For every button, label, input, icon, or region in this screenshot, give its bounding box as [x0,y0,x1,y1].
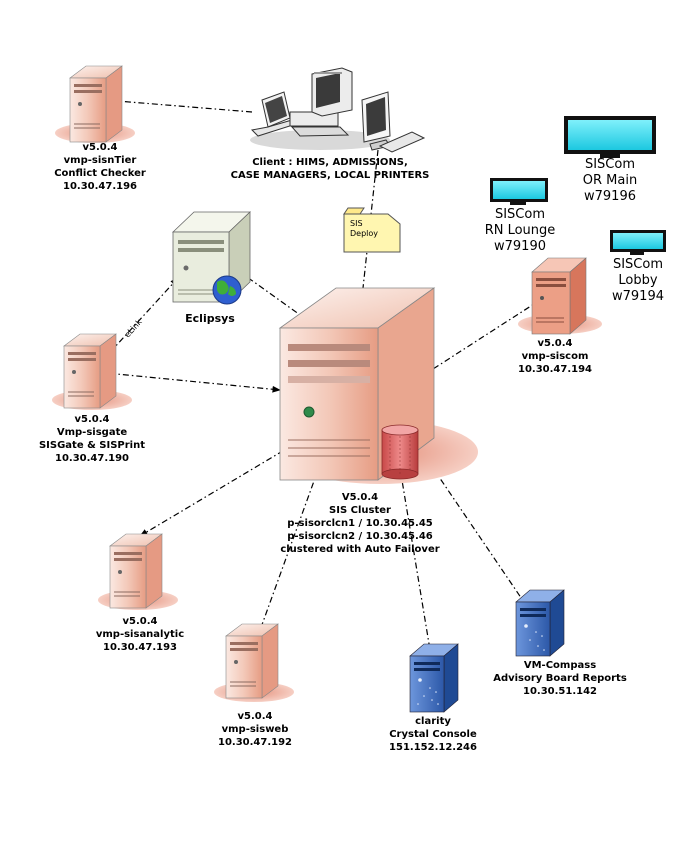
compass-role: Advisory Board Reports [493,673,627,684]
display-lobby-line1: SISCom [612,257,664,272]
eclipsys-server-icon [172,211,251,305]
display-or-main-icon [564,116,656,158]
display-rn-lounge-label: SISCom RN Lounge w79190 [472,207,568,255]
sisgate-version: v5.0.4 [74,414,110,425]
sisgate-role: SISGate & SISPrint [38,440,146,451]
desktop-computer-icon [289,67,353,137]
sis-deploy-document-icon [343,207,401,253]
sis-cluster-server-icon [278,287,478,484]
laptop-icon [250,91,297,137]
display-lobby-line3: w79194 [612,289,664,304]
sistier-ip: 10.30.47.196 [62,181,138,192]
sisgate-ip: 10.30.47.190 [54,453,130,464]
sisgate-name: Vmp-sisgate [56,427,128,438]
deploy-doc-line1: SIS [350,219,363,228]
deploy-doc-label: SIS Deploy [344,219,384,239]
sistier-version: v5.0.4 [82,142,118,153]
globe-icon [212,275,242,305]
display-rn-lounge-line3: w79190 [494,239,546,254]
sisanalytic-name: vmp-sisanalytic [95,629,185,640]
eclipsys-label: Eclipsys [170,312,250,325]
cluster-node2: p-sisorclcn2 / 10.30.45.46 [287,531,433,542]
cluster-label: V5.0.4 SIS Cluster p-sisorclcn1 / 10.30.… [270,491,450,556]
client-label-line2: CASE MANAGERS, LOCAL PRINTERS [230,170,430,181]
clarity-role: Crystal Console [389,729,477,740]
sisanalytic-server-icon [98,533,178,610]
connector-cluster-sisweb [254,469,319,645]
display-or-main-line2: OR Main [582,173,638,188]
compass-label: VM-Compass Advisory Board Reports 10.30.… [480,659,640,698]
sisanalytic-label: v5.0.4 vmp-sisanalytic 10.30.47.193 [80,615,200,654]
sistier-name: vmp-sisnTier [63,155,137,166]
siscom-ip: 10.30.47.194 [517,364,593,375]
connector-eclipsys-sisgate [91,277,179,373]
cluster-version: V5.0.4 [341,492,379,503]
sisanalytic-ip: 10.30.47.193 [102,642,178,653]
sisweb-label: v5.0.4 vmp-sisweb 10.30.47.192 [200,710,310,749]
display-or-main-line1: SISCom [584,157,636,172]
eclipsys-name: Eclipsys [185,312,235,325]
client-workstations-icon [250,67,426,153]
database-icon [381,424,419,480]
display-or-main-label: SISCom OR Main w79196 [570,157,650,205]
sisweb-ip: 10.30.47.192 [217,737,293,748]
elink-label: eLink [123,317,144,339]
sistier-server-icon [55,65,135,143]
sisweb-server-icon [214,623,294,702]
compass-name: VM-Compass [523,660,597,671]
connector-client-sistier [104,97,253,113]
siscom-name: vmp-siscom [521,351,589,362]
keyboard-icon [378,131,426,153]
client-label: Client : HIMS, ADMISSIONS, CASE MANAGERS… [230,156,430,182]
compass-server-icon [515,589,565,657]
sisweb-version: v5.0.4 [237,711,273,722]
display-rn-lounge-line2: RN Lounge [484,223,556,238]
clarity-ip: 151.152.12.246 [389,742,477,753]
sisweb-name: vmp-sisweb [221,724,289,735]
deploy-doc-line2: Deploy [350,229,379,238]
sistier-role: Conflict Checker [54,168,146,179]
clarity-server-icon [409,643,459,713]
cluster-name: SIS Cluster [329,505,391,516]
monitor-icon [361,91,391,151]
cluster-node1: p-sisorclcn1 / 10.30.45.45 [287,518,433,529]
sisgate-label: v5.0.4 Vmp-sisgate SISGate & SISPrint 10… [30,413,154,465]
clarity-name: clarity [415,716,451,727]
sisanalytic-version: v5.0.4 [122,616,158,627]
display-lobby-icon [610,230,666,255]
siscom-server-icon [518,257,602,335]
client-label-line1: Client : HIMS, ADMISSIONS, [252,157,408,168]
siscom-version: v5.0.4 [537,338,573,349]
display-rn-lounge-line1: SISCom [494,207,546,222]
sistier-label: v5.0.4 vmp-sisnTier Conflict Checker 10.… [40,141,160,193]
sisgate-server-icon [52,333,132,410]
connector-sisgate-cluster [95,369,281,393]
connector-db-clarity [397,455,436,669]
display-rn-lounge-icon [490,178,548,205]
display-lobby-label: SISCom Lobby w79194 [600,257,676,305]
display-lobby-line2: Lobby [618,273,658,288]
connector-cluster-sisanalytic [139,429,319,537]
compass-ip: 10.30.51.142 [522,686,598,697]
siscom-label: v5.0.4 vmp-siscom 10.30.47.194 [500,337,610,376]
cluster-note: clustered with Auto Failover [280,544,440,555]
clarity-label: clarity Crystal Console 151.152.12.246 [378,715,488,754]
display-or-main-line3: w79196 [584,189,636,204]
